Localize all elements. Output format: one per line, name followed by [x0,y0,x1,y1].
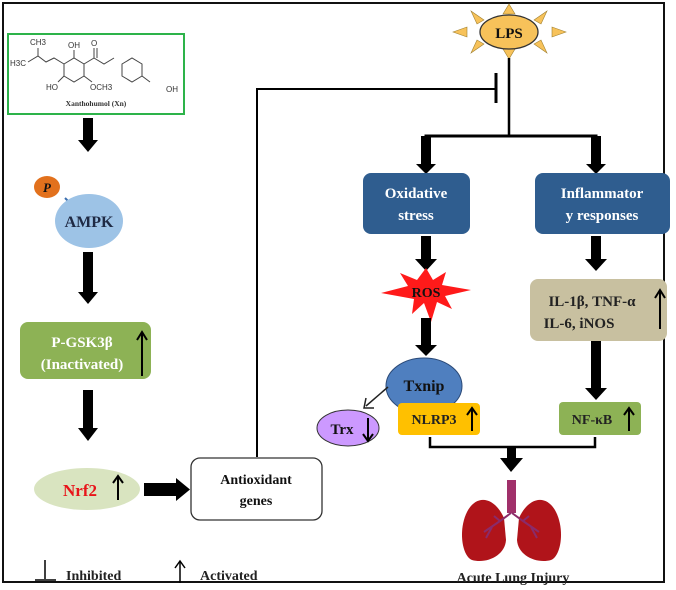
arrow-nrf2-antioxidant [144,483,176,496]
arrow-head [585,388,607,400]
inhibition-line [256,88,495,457]
phosphate-group [34,176,60,198]
trx-label: Trx [330,422,354,438]
nrf2-label: Nrf2 [63,481,97,500]
arrow-ampk-pgsk [83,252,93,292]
group-ho: HO [46,83,58,92]
arrow-lps-oxidative [421,136,431,166]
inhibited-symbol-icon [35,560,56,581]
trx-node[interactable] [316,409,380,447]
arrow-to-lungs [507,447,516,459]
nlrp3-node[interactable] [398,403,480,435]
arrow-head [78,140,98,152]
oxidative-label: Oxidative [385,186,448,202]
antioxidant-label: Antioxidant [220,473,292,488]
ros-node[interactable] [381,268,471,322]
activated-symbol-icon [174,559,186,583]
legend-inhibited: Inhibited [66,569,121,584]
lps-node[interactable] [479,14,539,50]
group-oh-top: OH [68,41,80,50]
arrow-cytokines-nfkb [591,341,601,389]
chemical-structure-icon [27,48,151,83]
nfkb-node[interactable] [559,402,641,435]
arrow-head [78,292,98,304]
pgsk3b-node[interactable] [20,322,151,379]
cytokines-label-2: IL-6, iNOS [544,316,615,332]
ampk-label: AMPK [65,214,114,231]
compound-structure: CH3 H3C OH O HO OCH3 OH Xanthohumol (Xn) [7,33,185,115]
legend: Inhibited Activated [35,559,258,584]
nlrp3-label: NLRP3 [411,413,456,428]
arrow-ros-txnip [421,318,431,346]
group-och3: OCH3 [90,83,113,92]
arrow-pgsk-nrf2 [83,390,93,428]
up-arrow-icon [466,406,478,431]
arrow-lps-inflammatory [591,136,601,166]
arrow-inflammatory-cytokines [591,236,601,260]
txnip-label: Txnip [404,378,445,395]
arrow-head [416,164,436,174]
compound-name: Xanthohumol (Xn) [66,99,127,108]
up-arrow-icon [136,330,148,376]
nfkb-label: NF-κB [572,413,612,428]
lps-branch [424,134,598,171]
up-arrow-icon [654,288,666,329]
arrow-head [415,345,437,356]
pgsk3b-label: P-GSK3β [51,335,112,351]
pgsk3b-state: (Inactivated) [41,357,124,373]
arrow-head [415,259,437,271]
up-arrow-icon [623,406,635,431]
cytokines-label: IL-1β, TNF-α [548,294,636,310]
down-arrow-icon [362,418,374,443]
left-arrows [78,118,190,501]
antioxidant-genes-node[interactable] [190,457,323,521]
phosphate-label: P [43,180,52,195]
lps-sun-icon [452,3,567,60]
lps-label: LPS [495,26,523,42]
oxidative-label-2: stress [398,208,434,224]
arrow-txnip-trx [365,386,389,407]
arrow-head [176,478,190,501]
ros-label: ROS [412,286,441,301]
arrow-head [363,397,374,409]
arrow-oxidative-ros [421,236,431,260]
arrow-head [500,458,523,472]
arrow-compound-ampk [83,118,93,140]
legend-activated: Activated [200,569,258,584]
inflammatory-responses-node[interactable] [535,173,670,234]
inflammatory-label: Inflammator [561,186,644,202]
group-oh-ring: OH [166,85,178,94]
ampk-node[interactable] [55,194,123,248]
up-arrow-icon [112,474,124,500]
arrow-head [586,164,606,174]
cytokines-node[interactable] [530,279,667,341]
nrf2-node[interactable] [34,468,140,510]
group-carbonyl-o: O [91,39,97,48]
outcome-label: Acute Lung Injury [457,571,570,586]
oxidative-stress-node[interactable] [363,173,470,234]
antioxidant-label-2: genes [240,494,273,509]
arrow-head [585,259,607,271]
compound-box [7,33,185,115]
inflammatory-label-2: y responses [566,208,639,224]
lungs-icon[interactable] [461,480,562,562]
group-h3c: H3C [10,59,26,68]
arrow-head [78,428,98,441]
group-ch3: CH3 [30,38,47,47]
convergence-bracket [428,437,597,449]
